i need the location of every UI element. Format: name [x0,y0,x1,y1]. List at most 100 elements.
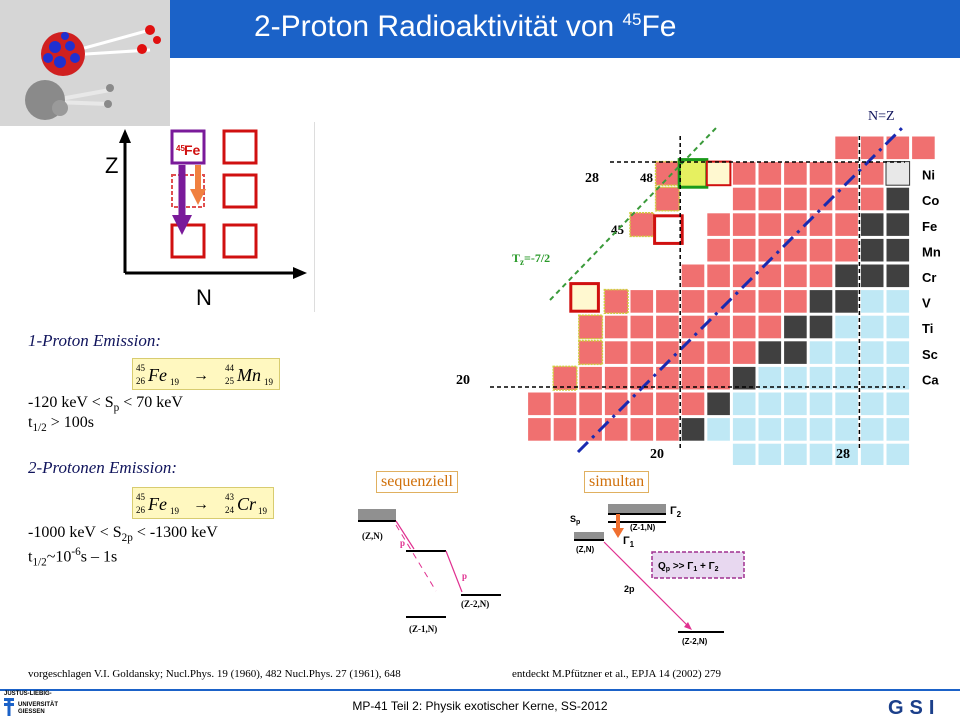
chart-cell [569,282,600,313]
chart-cell [834,340,859,365]
zn-schematic: Z N 45 Fe [100,125,315,315]
chart-cell [834,417,859,442]
svg-text:GSI: GSI [888,697,940,718]
chart-cell [808,365,834,391]
svg-text:→: → [193,496,209,513]
chart-cell [731,391,757,417]
label-28-row: 28 [585,171,599,186]
chart-cell [527,391,552,417]
chart-cell [680,391,706,417]
chart-cell [603,417,629,442]
svg-text:43: 43 [225,492,235,502]
chart-cell [783,237,808,263]
chart-cell [578,365,603,391]
svg-text:(Z,N): (Z,N) [362,531,383,541]
two-proton-heading: 2-Protonen Emission: [28,458,178,477]
element-label-ni: Ni [922,168,935,183]
chart-cell [629,289,655,314]
chart-cell [552,391,578,417]
svg-text:(Z-2,N): (Z-2,N) [461,599,489,609]
chart-cell [706,237,731,263]
chart-cell [783,340,808,365]
svg-text:26: 26 [136,376,146,386]
svg-text:45: 45 [136,492,146,502]
chart-cell [680,365,706,391]
svg-text:Γ1: Γ1 [623,535,635,549]
chart-cell [859,417,885,442]
chart-cell [731,314,757,340]
svg-text:19: 19 [170,506,180,516]
chart-cell [655,391,680,417]
chart-cell [655,314,680,340]
chart-cell [834,212,859,237]
chart-cell [757,365,783,391]
chart-cell [757,263,783,289]
svg-text:Qp >> Γ1 + Γ2: Qp >> Γ1 + Γ2 [658,561,719,573]
chart-cell [783,365,808,391]
element-label-ca: Ca [922,372,939,387]
chart-cell [757,417,783,442]
chart-cell [552,365,578,391]
chart-cell [552,417,578,442]
svg-text:44: 44 [225,363,235,373]
footer-line [0,689,960,691]
chart-cell [757,289,783,314]
chart-cell [654,160,680,186]
chart-cell [808,237,834,263]
chart-cell [783,417,808,442]
reference-right: entdeckt M.Pfützner et al., EPJA 14 (200… [512,668,721,680]
svg-text:19: 19 [264,377,274,387]
chart-cell [629,391,655,417]
chart-cell [578,391,603,417]
n-axis-label: N [196,285,212,310]
element-label-sc: Sc [922,347,938,362]
chart-cell [578,314,604,340]
chart-cell [885,391,911,417]
chart-cell [834,186,859,212]
chart-cell [859,212,885,237]
svg-text:24: 24 [225,505,235,515]
chart-cell [757,314,783,340]
chart-cell [705,160,732,187]
chart-cell [731,186,757,212]
label-28-col: 28 [836,447,850,462]
chart-cell [885,263,911,289]
chart-cell [859,161,885,186]
sequential-diagram: (Z,N) (Z-2,N) (Z-1,N) p p [356,505,531,650]
chart-cell [783,289,808,314]
svg-text:→: → [193,367,209,384]
chart-cell [783,391,808,417]
nz-line [576,123,907,454]
zn-divider [314,122,315,312]
two-proton-energy: -1000 keV < S2p < -1300 keV [28,524,218,545]
chart-cell [834,289,859,314]
cell-48-highlight [677,158,709,189]
chart-cell [885,340,911,365]
chart-cell [731,365,757,391]
svg-text:2p: 2p [624,584,635,594]
svg-text:45: 45 [176,144,185,153]
chart-cell [885,186,911,212]
chart-cell [680,289,706,314]
chart-cell [834,263,859,289]
simultaneous-diagram: Γ2 (Z-1,N) (Z,N) Sp Γ1 Qp >> Γ1 + Γ2 2p … [560,500,752,650]
chart-cell [731,212,757,237]
svg-text:Fe: Fe [147,365,167,385]
label-20-col: 20 [650,447,664,462]
svg-text:JUSTUS-LIEBIG-: JUSTUS-LIEBIG- [4,691,52,697]
label-20-row: 20 [456,373,470,388]
chart-cell [629,314,655,340]
chart-cell [783,314,808,340]
chart-cell [808,289,834,314]
one-proton-heading: 1-Proton Emission: [28,331,162,350]
chart-cell [885,365,911,391]
chart-cell [808,417,834,442]
chart-cell [834,237,859,263]
chart-cell [885,289,911,314]
one-proton-energy: -120 keV < Sp < 70 keV [28,394,183,415]
chart-cell [629,212,655,238]
svg-text:p: p [400,538,405,548]
chart-cell [731,237,757,263]
chart-cell [808,212,834,237]
chart-cell [731,289,757,314]
